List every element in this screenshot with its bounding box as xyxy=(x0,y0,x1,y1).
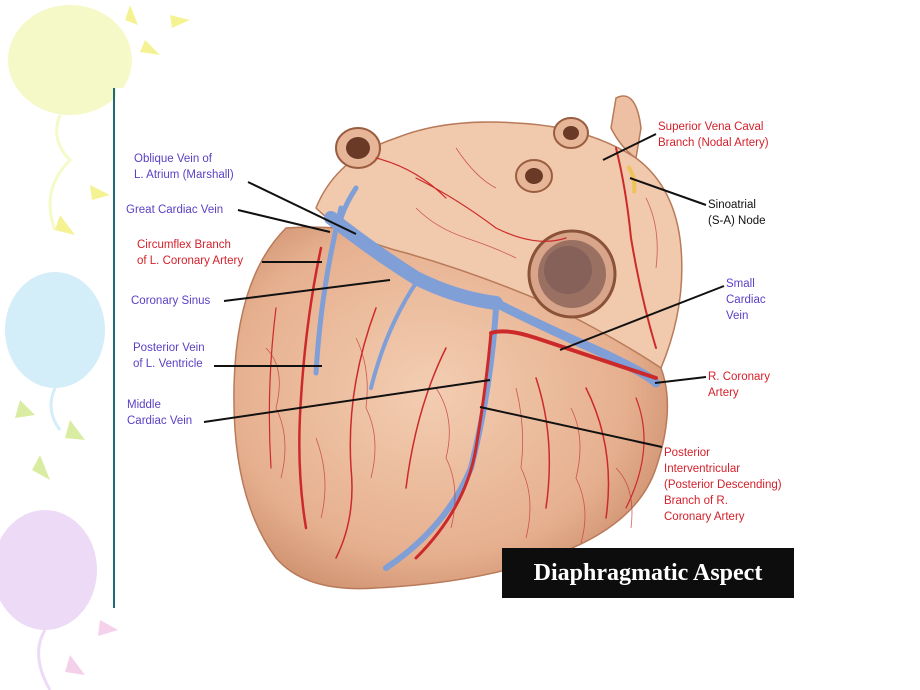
balloon-yellow xyxy=(8,5,132,231)
slide-frame-line xyxy=(113,88,115,608)
label-middle-cardiac-vein: Middle Cardiac Vein xyxy=(127,399,193,427)
leader-oblique-vein xyxy=(247,181,357,235)
label-great-cardiac-vein: Great Cardiac Vein xyxy=(126,204,224,216)
label-r-coronary-artery: R. Coronary Artery xyxy=(708,371,770,399)
leader-coronary-sinus xyxy=(223,279,391,302)
arteries xyxy=(268,147,658,560)
leader-small-cardiac-vein xyxy=(559,285,725,351)
pulmonary-vein-openings xyxy=(335,117,589,193)
label-posterior-vein-lv: Posterior Vein of L. Ventricle xyxy=(133,342,205,370)
leader-middle-cardiac-vein xyxy=(203,379,491,423)
sparkle-pink xyxy=(65,620,118,675)
label-posterior-interventricular: Posterior Interventricular (Posterior De… xyxy=(664,447,782,523)
balloon-blue xyxy=(5,272,105,431)
figure-caption: Diaphragmatic Aspect xyxy=(533,560,763,586)
heart-illustration xyxy=(233,95,683,590)
leader-posterior-interventricular xyxy=(479,406,663,448)
label-circumflex-branch: Circumflex Branch of L. Coronary Artery xyxy=(137,239,244,267)
caption-box xyxy=(502,548,794,598)
sparkle-green xyxy=(15,400,85,480)
label-svc-branch: Superior Vena Caval Branch (Nodal Artery… xyxy=(658,121,769,149)
leader-svc-branch xyxy=(602,133,657,161)
label-coronary-sinus: Coronary Sinus xyxy=(131,295,211,307)
leader-r-coronary-artery xyxy=(654,376,707,384)
fine-vessels xyxy=(265,147,658,544)
label-sa-node: Sinoatrial (S-A) Node xyxy=(708,199,766,227)
balloon-purple xyxy=(0,510,97,690)
sparkle-yellow xyxy=(55,5,190,235)
leader-sa-node xyxy=(629,177,707,206)
svc-vessel xyxy=(610,95,642,160)
label-small-cardiac-vein: Small Cardiac Vein xyxy=(726,278,766,322)
label-oblique-vein: Oblique Vein of L. Atrium (Marshall) xyxy=(134,153,234,181)
leader-great-cardiac-vein xyxy=(237,209,331,233)
inferior-vena-cava-opening xyxy=(527,229,617,319)
